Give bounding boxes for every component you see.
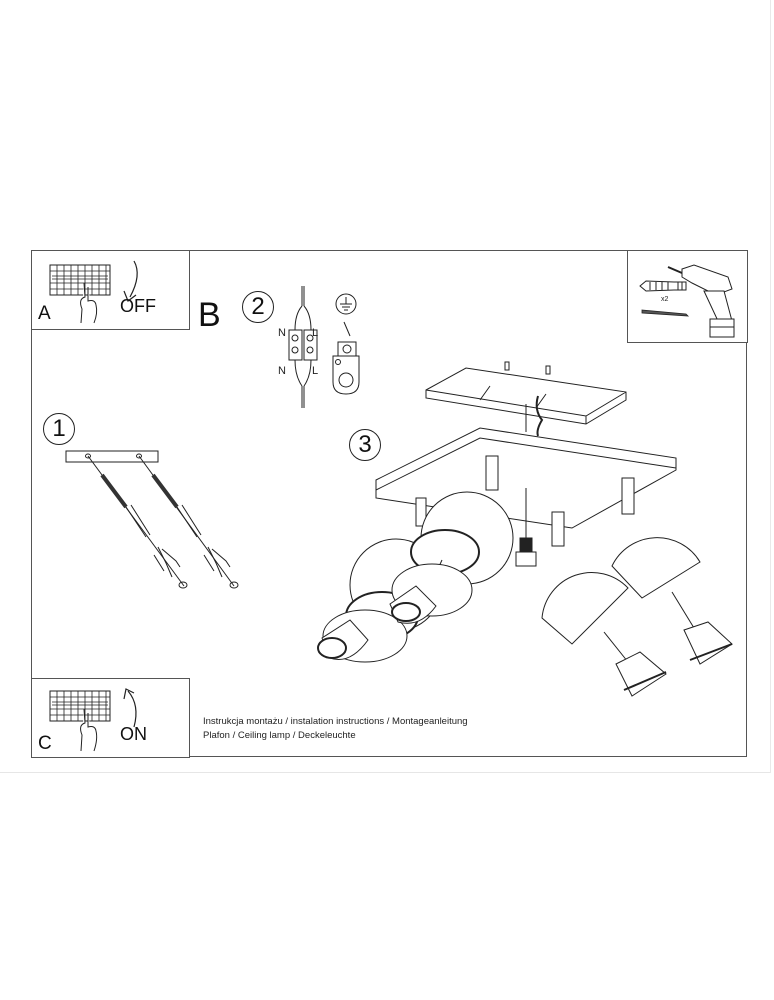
panel-c-label: C — [38, 733, 52, 754]
step-3-text: 3 — [358, 431, 372, 458]
wall-plug-icon — [639, 280, 687, 292]
step-1-text: 1 — [52, 415, 66, 442]
wire-label-n-bottom: N — [278, 365, 286, 377]
panel-a-label: A — [38, 303, 51, 324]
document-caption: Instrukcja montażu / instalation instruc… — [203, 715, 468, 743]
mounting-template-drilling-illustration — [65, 450, 239, 589]
power-on-label: ON — [120, 724, 147, 744]
breaker-panel-icon — [49, 264, 111, 324]
required-tools-panel: x2 — [627, 250, 748, 343]
page-edge-right — [770, 0, 771, 773]
page-edge-bottom — [0, 772, 770, 773]
wire-label-n-top: N — [278, 327, 286, 339]
step-2-number: 2 — [242, 291, 274, 323]
step-2-text: 2 — [251, 293, 265, 320]
ceiling-lamp-assembly-illustration — [317, 361, 733, 697]
screw-icon — [641, 309, 690, 317]
wire-label-l-top: L — [312, 327, 319, 339]
terminal-block-icon — [288, 286, 318, 408]
caption-line-2: Plafon / Ceiling lamp / Deckeleuchte — [203, 730, 356, 741]
arrow-down-icon — [123, 260, 138, 302]
mounting-plate — [425, 361, 627, 425]
caption-line-1: Instrukcja montażu / instalation instruc… — [203, 716, 468, 727]
step-1-number: 1 — [43, 413, 75, 445]
arrow-up-icon — [123, 688, 137, 728]
instruction-frame — [31, 250, 747, 757]
screw-quantity: x2 — [661, 296, 669, 303]
step-3-number: 3 — [349, 429, 381, 461]
hand-icon — [80, 282, 98, 324]
spotlight-2 — [389, 455, 514, 624]
spotlight-3 — [541, 511, 667, 697]
wire-label-l-bottom: L — [312, 365, 319, 377]
hand-icon — [80, 708, 98, 752]
panel-b-label: B — [198, 296, 221, 334]
panel-a-power-off: A OFF — [31, 250, 190, 330]
ground-terminal-icon — [332, 293, 360, 395]
center-socket — [515, 488, 537, 567]
breaker-panel-icon — [49, 690, 111, 752]
drill-icon — [667, 264, 735, 338]
spotlight-4 — [611, 477, 733, 665]
panel-c-power-on: C ON — [31, 678, 190, 758]
power-off-label: OFF — [120, 296, 156, 316]
